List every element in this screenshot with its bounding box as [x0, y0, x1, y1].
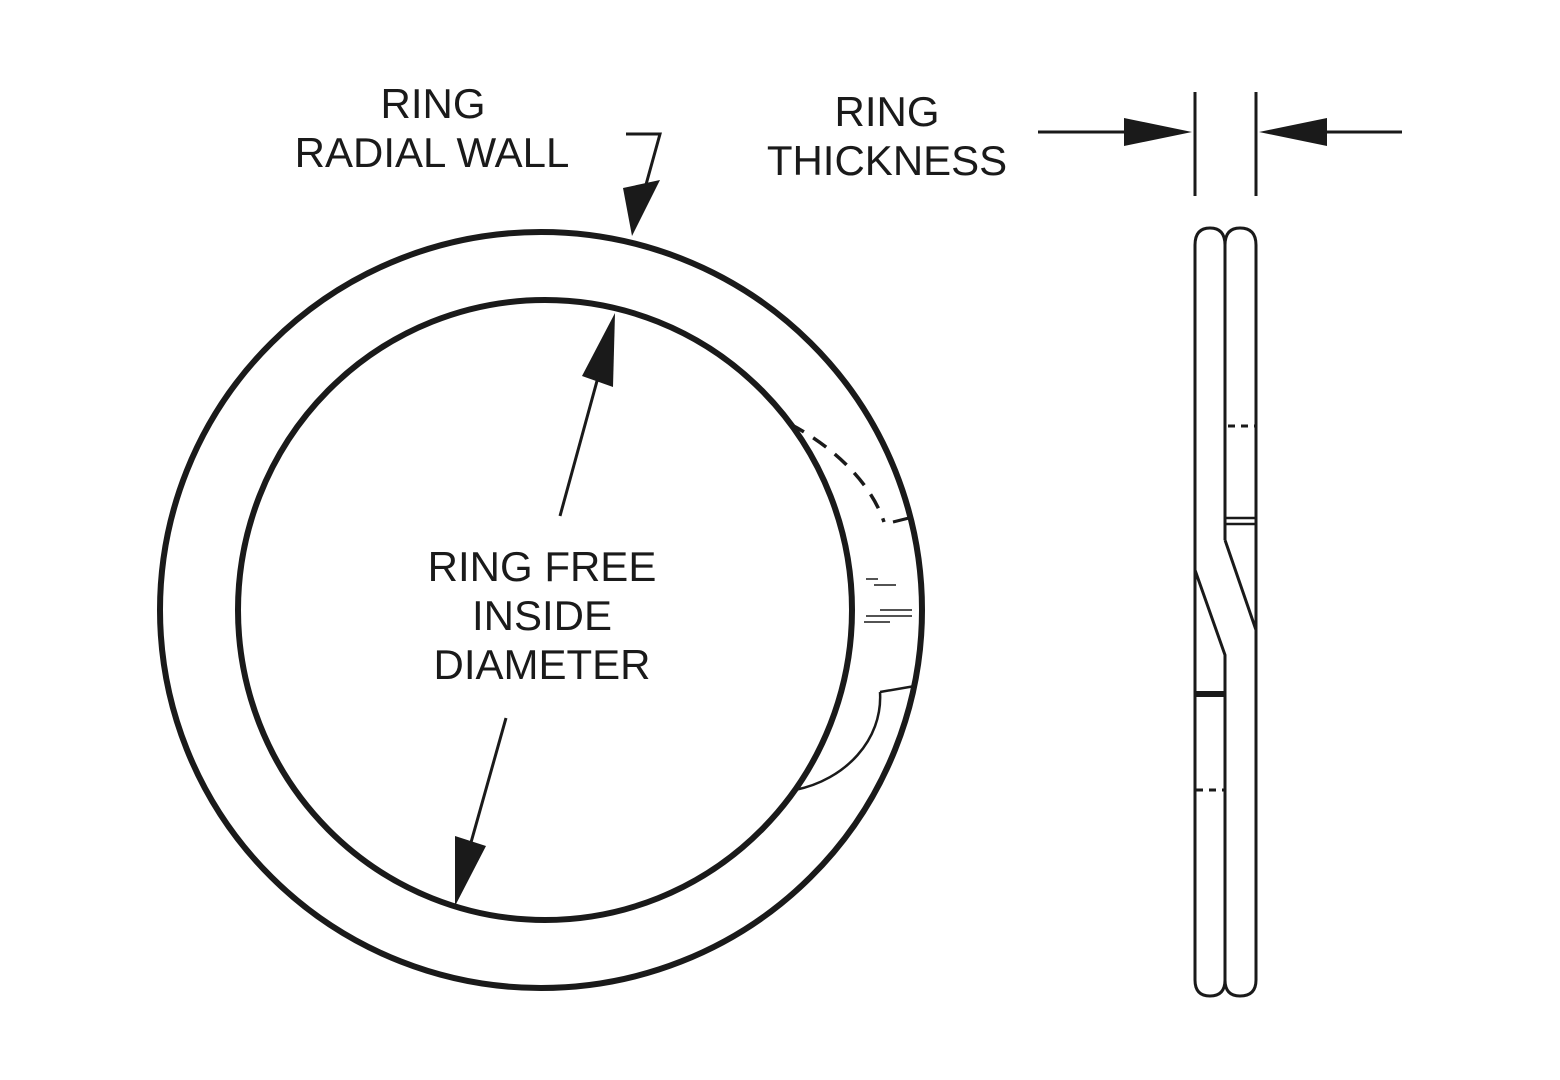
thickness-arrowhead-right	[1259, 118, 1327, 146]
radial-wall-label-line-2: RADIAL WALL	[295, 129, 570, 176]
inside-diameter-arrows	[455, 313, 615, 906]
side-left-strand-outline	[1193, 226, 1227, 998]
ring-end-step	[879, 684, 916, 694]
side-right-strand-outline	[1223, 226, 1258, 998]
ring-outer-edge	[157, 229, 925, 991]
radial-wall-label: RING RADIAL WALL	[295, 80, 570, 176]
ring-side-view	[1193, 226, 1258, 998]
ring-inner-edge	[235, 297, 855, 923]
thickness-label-line-2: THICKNESS	[767, 137, 1007, 184]
ring-hidden-lap-arc	[789, 422, 886, 523]
inside-diameter-label-line-2: INSIDE	[472, 592, 612, 639]
inside-diameter-label: RING FREE INSIDE DIAMETER	[428, 543, 657, 688]
thickness-arrowhead-left	[1124, 118, 1192, 146]
ring-front-view	[157, 229, 925, 991]
radial-wall-leader	[623, 132, 662, 236]
side-crossover-diagonal-1	[1223, 539, 1258, 631]
diameter-arrow-upper-shaft	[558, 369, 602, 517]
ring-end-curve	[794, 691, 882, 792]
ring-lap-tick-top	[892, 515, 914, 524]
radial-wall-arrowhead	[623, 180, 660, 236]
thickness-label: RING THICKNESS	[767, 88, 1007, 184]
thickness-dimension	[1038, 92, 1402, 196]
diameter-arrowhead-upper	[582, 313, 615, 387]
diameter-arrowhead-lower	[455, 836, 486, 906]
inside-diameter-label-line-1: RING FREE	[428, 543, 657, 590]
inside-diameter-label-line-3: DIAMETER	[433, 641, 650, 688]
radial-wall-label-line-1: RING	[381, 80, 486, 127]
thickness-label-line-1: RING	[835, 88, 940, 135]
diameter-arrow-lower-shaft	[468, 717, 508, 847]
